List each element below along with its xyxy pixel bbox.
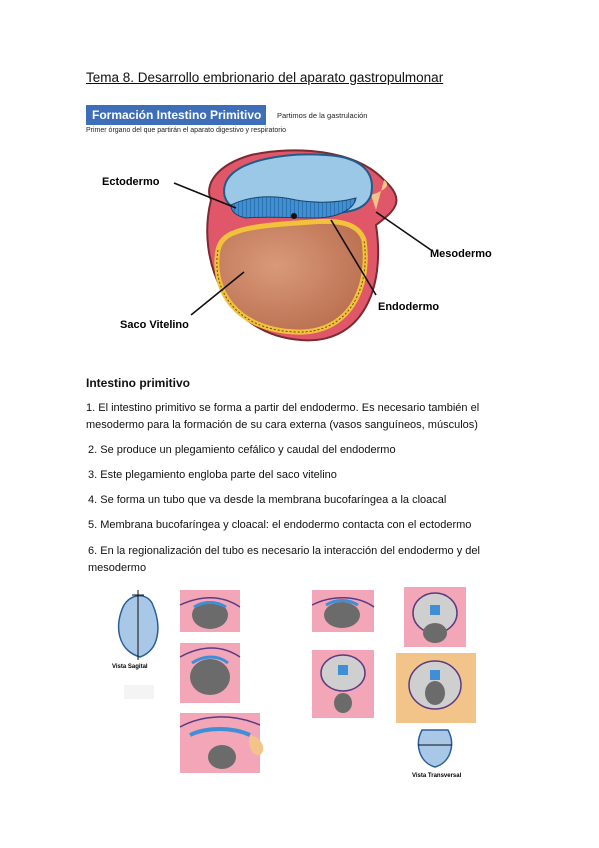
sagittal-view: Vista Sagital xyxy=(112,590,159,699)
endoderm-line xyxy=(216,239,366,333)
list-item: 3. Este plegamiento engloba parte del sa… xyxy=(88,469,337,481)
list-item: 4. Se forma un tubo que va desde la memb… xyxy=(88,494,447,506)
figure-banner: Formación Intestino Primitivo xyxy=(86,105,266,125)
folding-diagram: Vista Sagital xyxy=(112,587,476,779)
ectoderm-layer xyxy=(230,196,357,219)
section-heading: Intestino primitivo xyxy=(86,376,191,390)
fold-panel-6 xyxy=(312,650,374,718)
figure-side-note: Partimos de la gastrulación xyxy=(277,111,368,120)
fold-panel-2 xyxy=(179,643,241,703)
fold-panel-7 xyxy=(396,653,476,723)
fold-panel-3 xyxy=(179,713,264,773)
list-item: 5. Membrana bucofaríngea y cloacal: el e… xyxy=(88,519,472,531)
fold-panel-1 xyxy=(179,590,241,632)
transversal-view: Vista Transversal xyxy=(412,729,462,779)
fold-panel-5 xyxy=(404,587,466,647)
label-mesodermo: Mesodermo xyxy=(430,248,492,260)
label-vista-transversal: Vista Transversal xyxy=(412,773,462,779)
figure-subtitle: Primer órgano del que partirán el aparat… xyxy=(86,127,286,134)
embryo-diagram: Ectodermo Mesodermo Endodermo Saco Vitel… xyxy=(102,149,492,342)
label-saco-vitelino: Saco Vitelino xyxy=(120,319,189,331)
label-endodermo: Endodermo xyxy=(378,301,439,313)
list-item: 1. El intestino primitivo se forma a par… xyxy=(86,402,480,431)
fold-panel-4 xyxy=(311,590,375,632)
label-vista-sagital: Vista Sagital xyxy=(112,664,148,670)
list-item: 6. En la regionalización del tubo es nec… xyxy=(88,545,480,574)
label-ectodermo: Ectodermo xyxy=(102,176,160,188)
list-item: 2. Se produce un plegamiento cefálico y … xyxy=(88,444,396,456)
yolk-sac xyxy=(214,218,368,335)
page-title: Tema 8. Desarrollo embrionario del apara… xyxy=(86,70,444,85)
